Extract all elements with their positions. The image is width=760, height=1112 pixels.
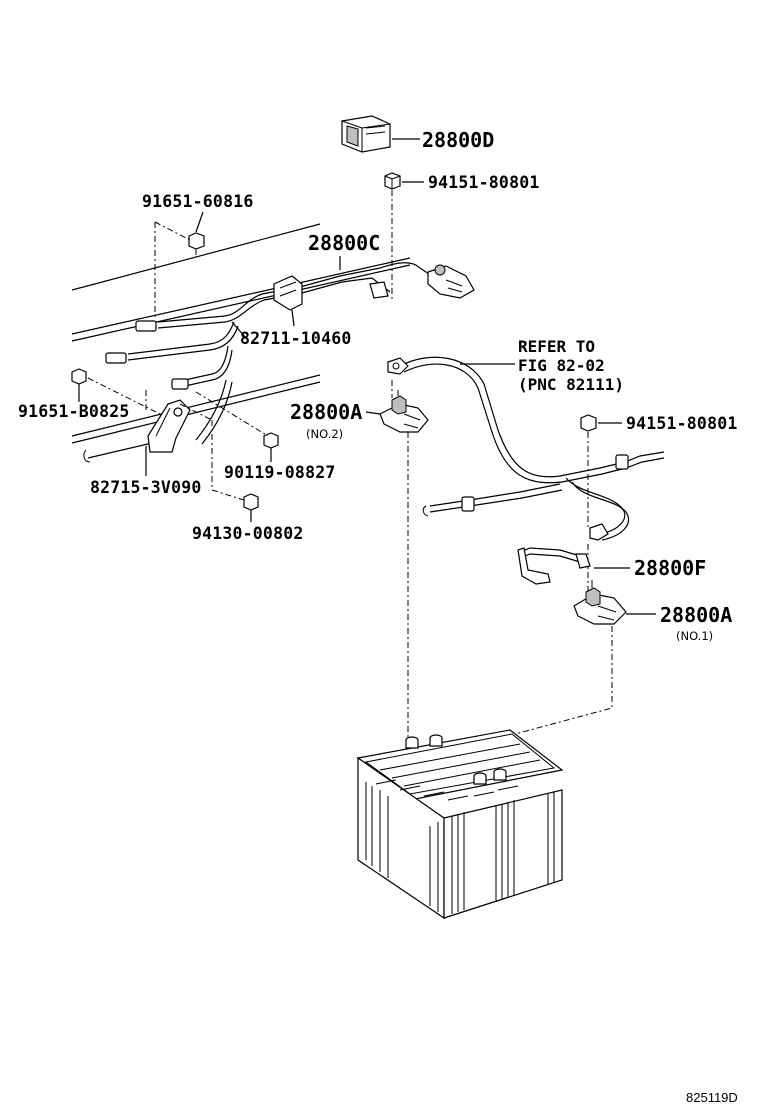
- dash-90119: [195, 391, 269, 437]
- leader-82711-b: [291, 309, 295, 327]
- bolt-icon[interactable]: [71, 368, 87, 385]
- label-91651-B0825: 91651-B0825: [18, 402, 129, 421]
- clamp-icon[interactable]: [573, 580, 627, 625]
- label-94130: 94130-00802: [192, 524, 303, 543]
- refer-line-2[interactable]: FIG 82-02: [518, 356, 605, 375]
- label-94151-right: 94151-80801: [626, 414, 737, 433]
- nut-icon[interactable]: [580, 414, 597, 432]
- leader-28800a-no2: [365, 411, 381, 415]
- label-91651-60816: 91651-60816: [142, 192, 253, 211]
- cable-icon[interactable]: [105, 262, 475, 445]
- bolt-icon[interactable]: [188, 232, 205, 255]
- terminal-cover-icon[interactable]: [341, 115, 391, 153]
- label-90119: 90119-08827: [224, 463, 335, 482]
- figure-code: 825119D: [686, 1090, 738, 1105]
- battery-icon[interactable]: [356, 729, 564, 920]
- label-no2: (NO.2): [306, 427, 343, 441]
- dash-91651-60816: [154, 221, 191, 320]
- label-82711: 82711-10460: [240, 329, 351, 348]
- label-82715: 82715-3V090: [90, 478, 201, 497]
- cable-icon[interactable]: [387, 356, 665, 517]
- label-28800a-no1: 28800A: [660, 603, 732, 627]
- cable-icon[interactable]: [517, 477, 630, 585]
- label-28800a-no2: 28800A: [290, 400, 362, 424]
- label-28800f: 28800F: [634, 556, 706, 580]
- dash-91651-B0825: [87, 377, 169, 419]
- leader-82711: [231, 321, 247, 339]
- nut-icon[interactable]: [243, 493, 259, 511]
- dash-no1: [499, 626, 613, 739]
- dash-bracket: [145, 390, 213, 421]
- frame-lines: [71, 223, 411, 463]
- dash-94130: [211, 420, 245, 501]
- label-28800d: 28800D: [422, 128, 494, 152]
- label-94151-top: 94151-80801: [428, 173, 539, 192]
- bracket-icon[interactable]: [147, 399, 191, 453]
- refer-line-3[interactable]: (PNC 82111): [518, 375, 624, 394]
- label-28800c: 28800C: [308, 231, 380, 255]
- clamp-icon[interactable]: [379, 390, 429, 433]
- label-no1: (NO.1): [676, 629, 713, 643]
- bolt-icon[interactable]: [263, 432, 279, 449]
- nut-icon[interactable]: [384, 172, 401, 190]
- refer-line-1[interactable]: REFER TO: [518, 337, 595, 356]
- leader-91651-60816: [195, 211, 204, 233]
- dash-no2: [391, 380, 409, 740]
